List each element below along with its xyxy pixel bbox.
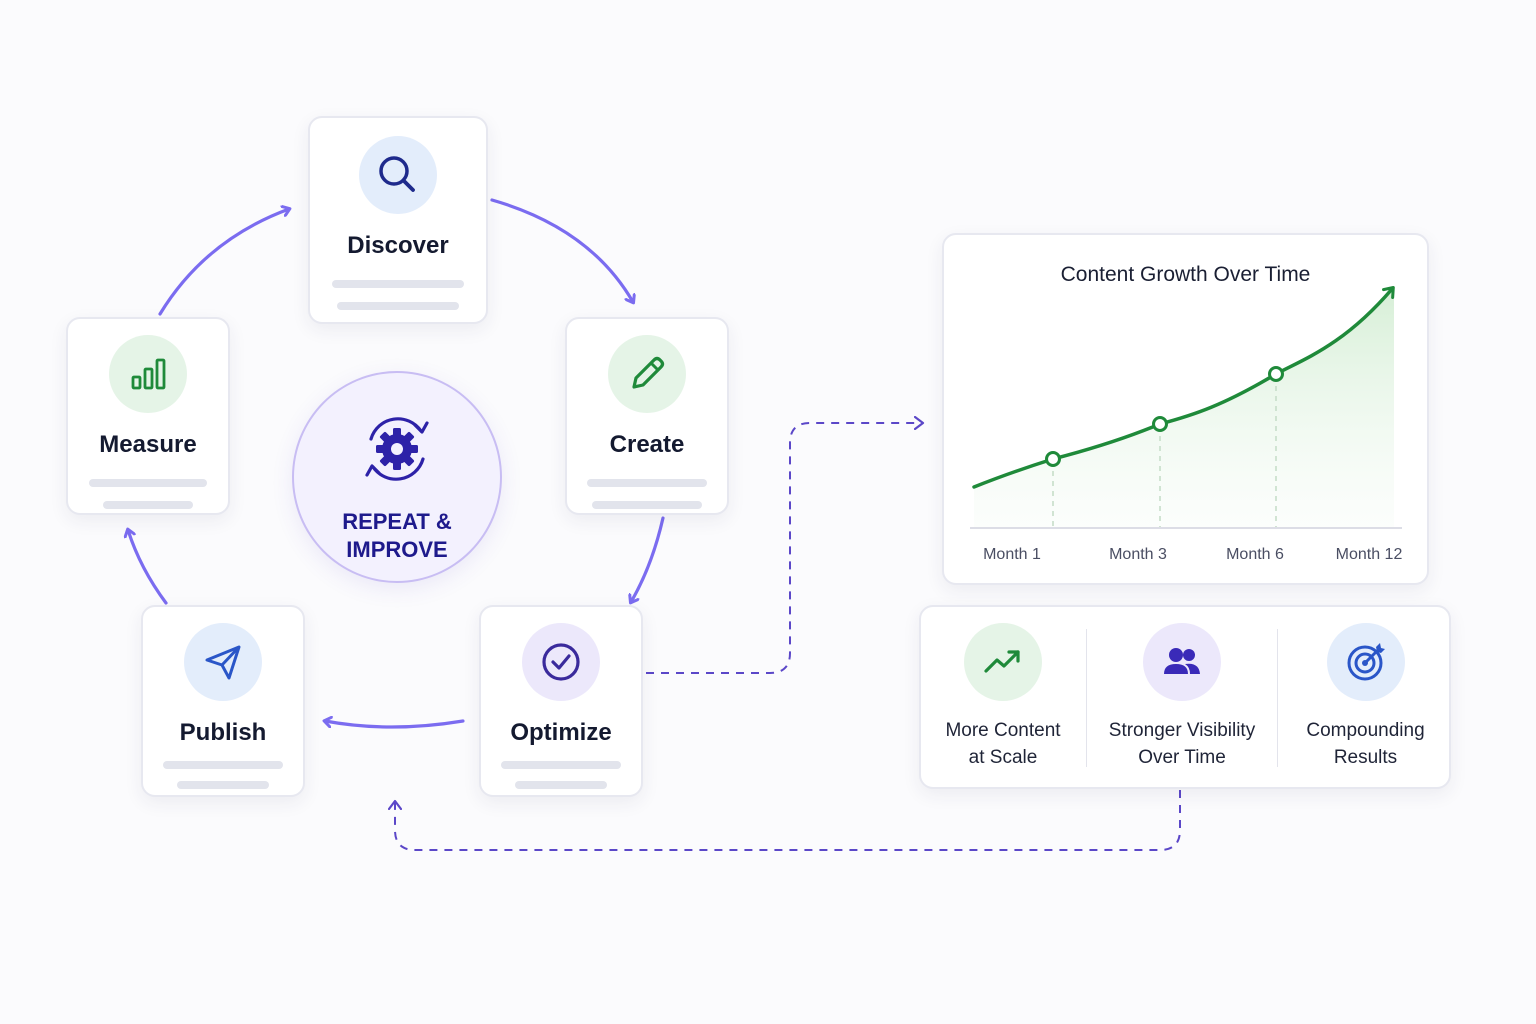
step-card-measure[interactable]: Measure bbox=[66, 317, 230, 515]
benefit-label-line2: at Scale bbox=[968, 747, 1038, 768]
placeholder-lines bbox=[163, 761, 283, 789]
benefit-label: Stronger Visibility Over Time bbox=[1109, 717, 1255, 771]
step-title: Create bbox=[609, 431, 685, 458]
check-circle-icon bbox=[522, 623, 600, 701]
hub-label-line1: REPEAT & bbox=[342, 509, 452, 534]
growth-chart: Month 1 Month 3 Month 6 Month 12 bbox=[970, 285, 1403, 563]
arrow-discover-to-create bbox=[490, 198, 633, 302]
benefit-label-line2: Over Time bbox=[1138, 747, 1226, 768]
repeat-improve-hub: REPEAT & IMPROVE bbox=[292, 371, 502, 583]
step-title: Discover bbox=[347, 232, 449, 259]
arrow-optimize-to-publish bbox=[325, 721, 465, 729]
benefit-stronger-visibility: Stronger Visibility Over Time bbox=[1087, 607, 1277, 787]
gear-refresh-icon bbox=[351, 403, 443, 500]
step-title: Optimize bbox=[510, 719, 612, 746]
search-icon bbox=[359, 136, 437, 214]
trending-up-icon bbox=[964, 623, 1042, 701]
growth-chart-card: Content Growth Over Time Month 1 Month 3… bbox=[942, 233, 1429, 585]
users-icon bbox=[1143, 623, 1221, 701]
chart-title: Content Growth Over Time bbox=[1060, 263, 1311, 286]
x-tick-label: Month 1 bbox=[983, 546, 1041, 563]
step-title: Measure bbox=[99, 431, 197, 458]
hub-label: REPEAT & IMPROVE bbox=[322, 508, 472, 564]
arrow-create-to-optimize bbox=[631, 516, 665, 602]
x-tick-label: Month 12 bbox=[1336, 546, 1403, 563]
x-tick-label: Month 3 bbox=[1109, 546, 1167, 563]
step-title: Publish bbox=[179, 719, 267, 746]
benefit-label: Compounding Results bbox=[1306, 717, 1424, 771]
placeholder-lines bbox=[587, 479, 707, 509]
benefits-card: More Content at Scale Stronger Visibilit… bbox=[919, 605, 1451, 789]
arrow-measure-to-discover bbox=[158, 209, 289, 316]
data-point-month-1 bbox=[1045, 451, 1061, 467]
data-point-month-3 bbox=[1152, 416, 1168, 432]
chart-area-fill bbox=[974, 287, 1394, 527]
step-card-optimize[interactable]: Optimize bbox=[479, 605, 643, 797]
paper-plane-icon bbox=[184, 623, 262, 701]
data-point-month-6 bbox=[1268, 366, 1284, 382]
dashed-connector-results-to-cycle bbox=[395, 790, 1181, 851]
step-card-publish[interactable]: Publish bbox=[141, 605, 305, 797]
target-icon bbox=[1326, 623, 1405, 701]
benefit-compounding-results: Compounding Results bbox=[1278, 607, 1453, 787]
bar-chart-icon bbox=[109, 335, 187, 413]
divider bbox=[1086, 629, 1087, 767]
benefit-label-line1: Stronger Visibility bbox=[1108, 720, 1256, 741]
growth-line bbox=[972, 285, 1395, 489]
placeholder-lines bbox=[89, 479, 207, 509]
arrow-publish-to-measure bbox=[128, 530, 168, 605]
pencil-icon bbox=[608, 335, 686, 413]
placeholder-lines bbox=[501, 761, 621, 789]
benefit-label-line2: Results bbox=[1333, 747, 1398, 768]
x-tick-label: Month 6 bbox=[1226, 546, 1284, 563]
step-card-discover[interactable]: Discover bbox=[308, 116, 488, 324]
benefit-more-content: More Content at Scale bbox=[921, 607, 1085, 787]
hub-label-line2: IMPROVE bbox=[346, 537, 448, 562]
benefit-label: More Content at Scale bbox=[945, 717, 1060, 771]
benefit-label-line1: More Content bbox=[945, 720, 1061, 741]
divider bbox=[1277, 629, 1278, 767]
benefit-label-line1: Compounding bbox=[1306, 720, 1425, 741]
placeholder-lines bbox=[332, 280, 464, 310]
step-card-create[interactable]: Create bbox=[565, 317, 729, 515]
